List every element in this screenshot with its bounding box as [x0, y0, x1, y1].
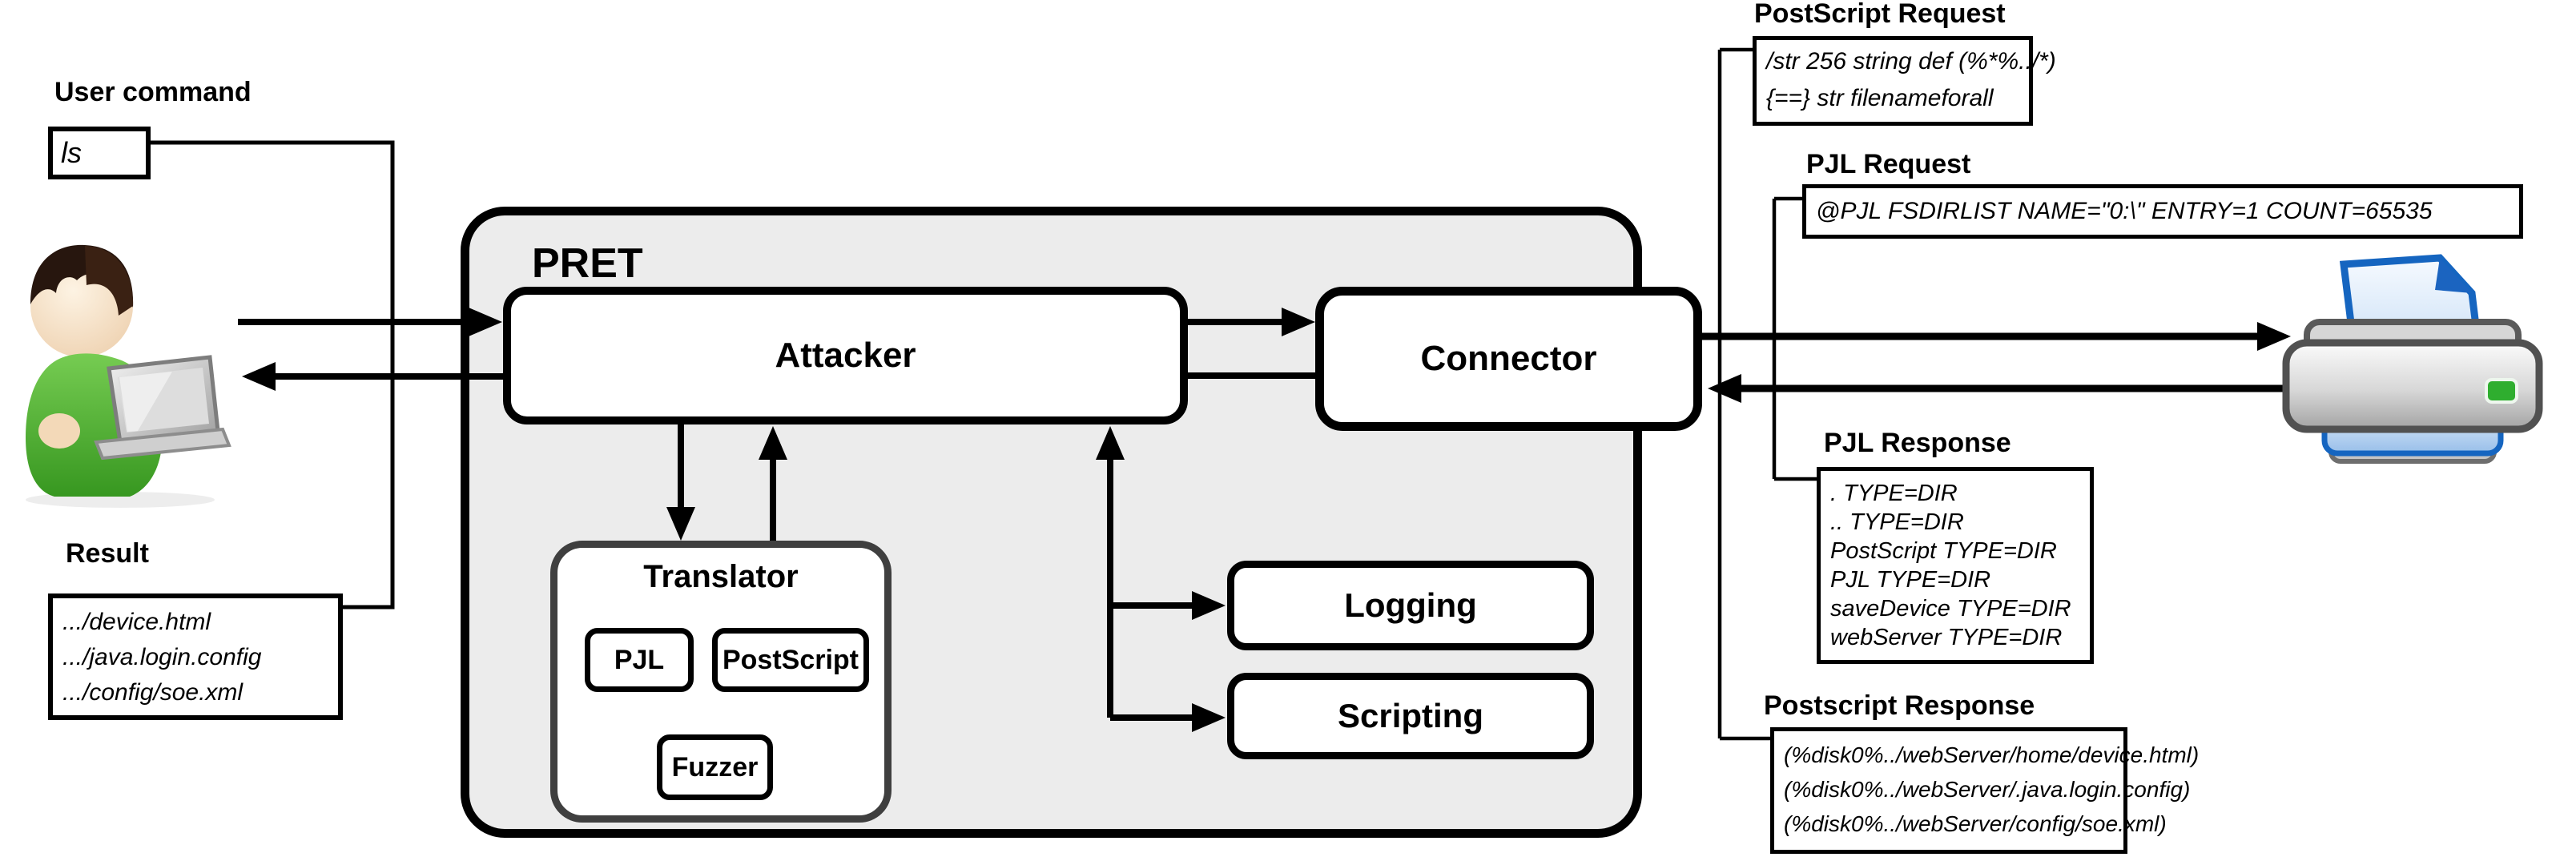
pjl-response-line: .. TYPE=DIR: [1830, 509, 1964, 535]
postscript-request-box: /str 256 string def (%*%../*) {==} str f…: [1753, 36, 2056, 126]
translator-box: Translator PJL PostScript Fuzzer: [550, 541, 892, 823]
pjl-request-box: @PJL FSDIRLIST NAME="0:\" ENTRY=1 COUNT=…: [1802, 184, 2523, 239]
fuzzer-label: Fuzzer: [671, 751, 759, 783]
printer-led: [2485, 378, 2518, 404]
pjl-response-line: webServer TYPE=DIR: [1830, 625, 2063, 650]
postscript-request-label: PostScript Request: [1754, 0, 2006, 29]
connector-box: Connector: [1315, 287, 1702, 431]
postscript-response-line: (%disk0%../webServer/home/device.html): [1784, 742, 2200, 767]
pjl-response-line: PJL TYPE=DIR: [1830, 567, 1991, 593]
fuzzer-box: Fuzzer: [657, 734, 773, 800]
translator-title: Translator: [643, 559, 799, 594]
printer-paper-fold: [2435, 258, 2472, 293]
printer-body: [2282, 339, 2543, 433]
postscript-response-line: (%disk0%../webServer/.java.login.config): [1784, 777, 2191, 802]
pjl-response-box: . TYPE=DIR .. TYPE=DIR PostScript TYPE=D…: [1817, 467, 2094, 664]
postscript-box: PostScript: [712, 628, 869, 692]
result-line: .../java.login.config: [62, 644, 262, 670]
pjl-request-line: @PJL FSDIRLIST NAME="0:\" ENTRY=1 COUNT=…: [1816, 198, 2433, 224]
result-line: .../config/soe.xml: [62, 679, 244, 706]
attacker-box: Attacker: [503, 287, 1188, 424]
arrowhead-attacker-to-user: [242, 362, 276, 391]
result-label: Result: [66, 538, 149, 569]
arrowhead-printer-to-connector: [1708, 374, 1741, 403]
logging-box: Logging: [1227, 561, 1594, 650]
user-hair-swoosh: [85, 246, 134, 316]
laptop-base: [94, 427, 231, 461]
result-box: .../device.html .../java.login.config ..…: [48, 593, 343, 720]
postscript-request-line: /str 256 string def (%*%../*): [1766, 48, 2056, 74]
pjl-request-label: PJL Request: [1806, 149, 1971, 179]
result-line: .../device.html: [62, 609, 211, 635]
postscript-response-line: (%disk0%../webServer/config/soe.xml): [1784, 811, 2167, 836]
printer-icon: [2282, 254, 2543, 464]
scripting-label: Scripting: [1337, 697, 1483, 734]
connector-label: Connector: [1420, 339, 1597, 378]
postscript-response-box: (%disk0%../webServer/home/device.html) (…: [1770, 727, 2200, 854]
pjl-box: PJL: [585, 628, 694, 692]
postscript-label: PostScript: [722, 644, 859, 675]
logging-label: Logging: [1344, 586, 1477, 624]
pjl-response-line: saveDevice TYPE=DIR: [1830, 596, 2071, 622]
pjl-label: PJL: [614, 644, 665, 675]
user-command-label: User command: [54, 77, 252, 107]
attacker-label: Attacker: [775, 336, 916, 375]
user-hand: [38, 413, 80, 449]
command-box: ls: [48, 127, 151, 179]
postscript-request-line: {==} str filenameforall: [1766, 85, 1994, 111]
postscript-response-label: Postscript Response: [1764, 690, 2035, 721]
pjl-response-line: PostScript TYPE=DIR: [1830, 538, 2057, 564]
laptop-screen-shine: [119, 372, 172, 432]
pret-title: PRET: [532, 239, 643, 293]
scripting-box: Scripting: [1227, 673, 1594, 759]
command-value: ls: [61, 136, 82, 169]
pjl-response-label: PJL Response: [1824, 428, 2011, 458]
user-with-laptop-icon: [26, 244, 231, 508]
pjl-response-line: . TYPE=DIR: [1830, 481, 1958, 506]
